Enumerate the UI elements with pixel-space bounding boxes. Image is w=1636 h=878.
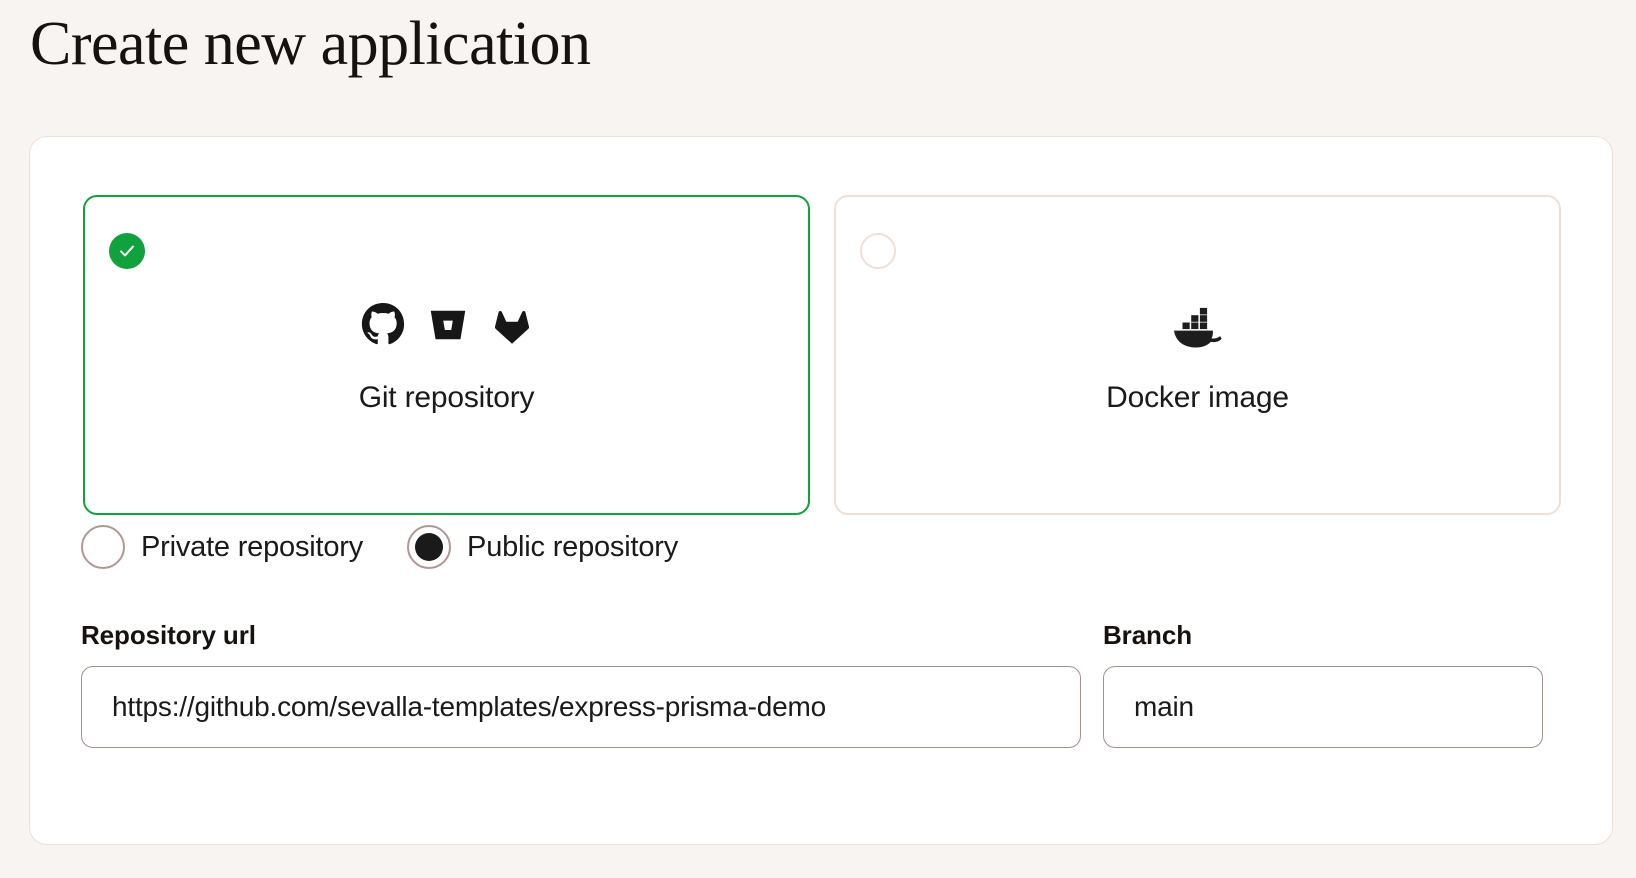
repository-url-label: Repository url xyxy=(81,620,256,650)
source-card-git-repository[interactable]: Git repository xyxy=(83,195,810,515)
source-card-label: Docker image xyxy=(1106,381,1289,414)
docker-icons xyxy=(1170,297,1226,353)
github-icon xyxy=(360,302,406,348)
unselected-radio-badge xyxy=(860,233,896,269)
repository-form: Repository url Branch xyxy=(81,622,1563,748)
git-provider-icons xyxy=(360,297,534,353)
application-source-panel: Git repository xyxy=(29,136,1613,845)
source-card-docker-image[interactable]: Docker image xyxy=(834,195,1561,515)
branch-input[interactable] xyxy=(1103,666,1543,748)
repository-url-input[interactable] xyxy=(81,666,1081,748)
repository-url-field: Repository url xyxy=(81,622,1081,748)
branch-field: Branch xyxy=(1103,622,1543,748)
docker-icon xyxy=(1170,302,1226,348)
radio-private-repository[interactable]: Private repository xyxy=(81,525,363,569)
bitbucket-icon xyxy=(426,303,470,347)
radio-public-label: Public repository xyxy=(467,530,679,563)
source-card-label: Git repository xyxy=(358,381,535,414)
source-type-card-group: Git repository xyxy=(83,195,1561,515)
repository-visibility-radio-group: Private repository Public repository xyxy=(81,519,678,575)
gitlab-icon xyxy=(490,303,534,347)
selected-check-badge xyxy=(109,233,145,269)
branch-label: Branch xyxy=(1103,620,1192,650)
radio-public-mark[interactable] xyxy=(407,525,452,569)
radio-private-mark[interactable] xyxy=(81,525,125,569)
page-title: Create new application xyxy=(30,10,591,78)
radio-public-repository[interactable]: Public repository xyxy=(407,525,678,569)
radio-private-label: Private repository xyxy=(141,530,364,563)
